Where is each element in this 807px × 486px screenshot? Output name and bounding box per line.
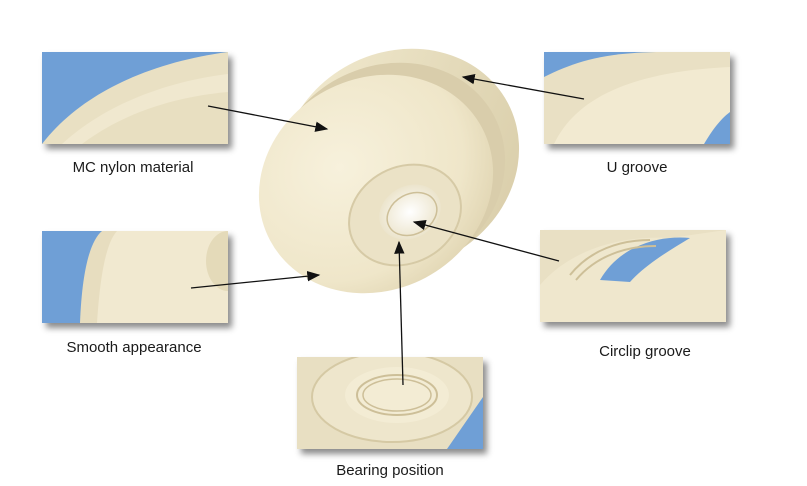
nylon-wheel — [258, 48, 520, 294]
smooth-appearance-label: Smooth appearance — [66, 339, 202, 356]
arrow-circlip — [412, 220, 560, 262]
smooth-appearance-thumbnail — [42, 231, 228, 323]
circlip-groove-label: Circlip groove — [599, 343, 691, 360]
mc-nylon-thumbnail — [42, 52, 228, 144]
mc-nylon-label: MC nylon material — [72, 159, 194, 176]
arrow-smooth — [190, 271, 321, 289]
circlip-groove-line — [386, 191, 438, 237]
arrow-mc-nylon — [207, 105, 329, 132]
u-groove-label: U groove — [606, 159, 668, 176]
circlip-groove-thumbnail — [540, 230, 726, 322]
bearing-position-label: Bearing position — [336, 462, 444, 479]
arrow-u-groove — [461, 73, 585, 100]
bearing-position-thumbnail — [297, 357, 483, 449]
arrow-bearing — [394, 240, 405, 386]
u-groove-thumbnail — [544, 52, 730, 144]
